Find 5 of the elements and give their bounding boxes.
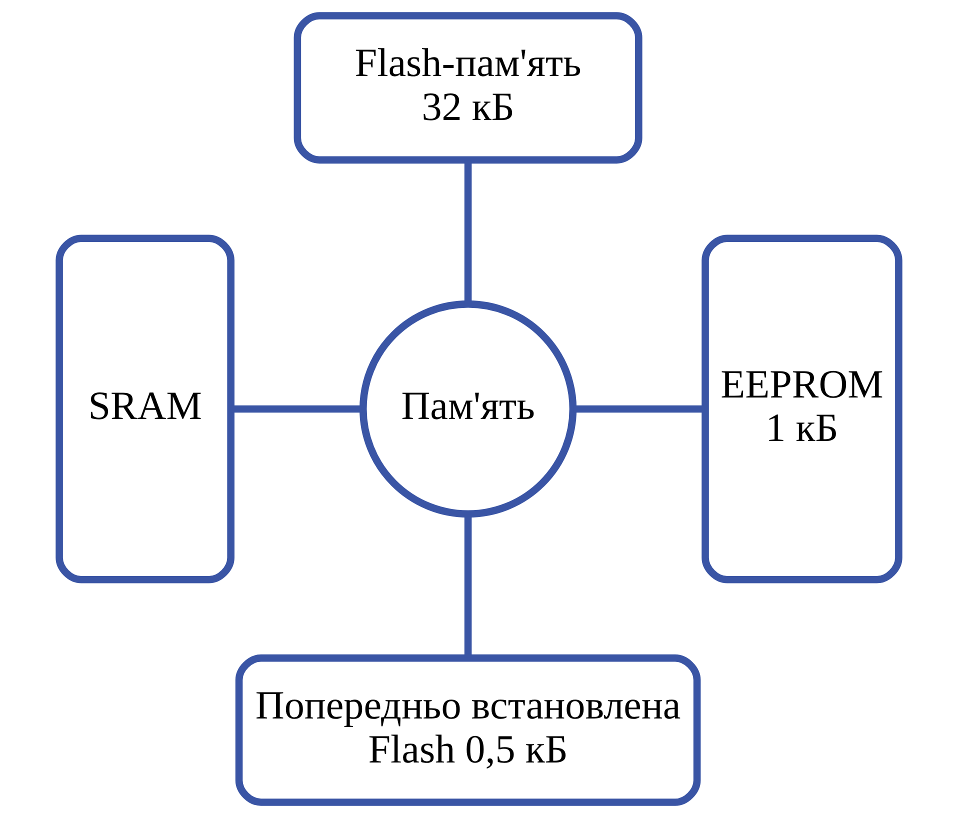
node-box: SRAM [55,234,234,584]
node-box: EEPROM 1 кБ [701,234,902,584]
node-box: Попередньо встановлена Flash 0,5 кБ [234,654,700,806]
node-circle: Пам'ять [358,300,576,518]
node-box: Flash-пам'ять 32 кБ [293,12,642,164]
